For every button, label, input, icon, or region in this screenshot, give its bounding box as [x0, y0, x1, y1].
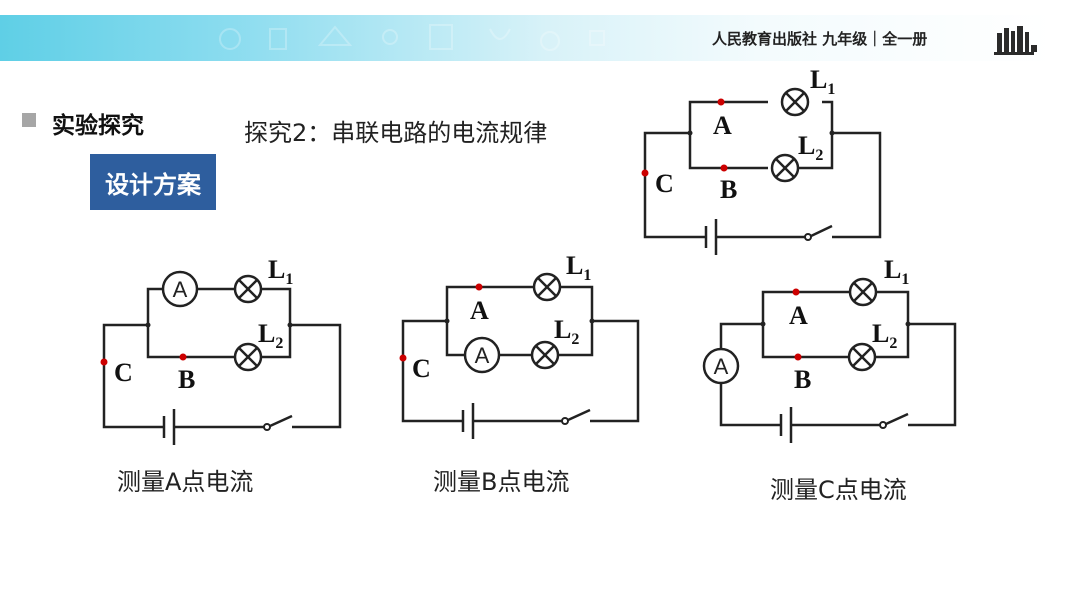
design-plan-button[interactable]: 设计方案: [90, 154, 216, 210]
lamp2-label: L2: [554, 315, 579, 348]
books-logo-icon: [994, 26, 1037, 55]
lamp2-label: L2: [258, 319, 283, 352]
point-a-label: A: [470, 296, 489, 325]
ammeter-symbol: A: [475, 343, 490, 368]
caption-measure-a: 测量A点电流: [117, 468, 254, 496]
point-b-dot: [720, 164, 728, 172]
point-c-label: C: [114, 358, 133, 387]
lamp-icon: [770, 153, 800, 183]
header-banner: 人民教育出版社 九年级｜全一册: [0, 15, 1066, 61]
lamp2-label: L2: [798, 131, 823, 164]
section-title: 实验探究: [52, 113, 144, 139]
decorative-doodles: [219, 24, 605, 51]
lamp-icon: [530, 340, 560, 370]
reference-circuit: L1 L2 A B C: [641, 65, 882, 255]
point-c-label: C: [655, 169, 674, 198]
point-a-label: A: [713, 111, 732, 140]
point-b-dot: [794, 353, 802, 361]
circuit-measure-c: A L1 L2 A B: [702, 255, 957, 443]
lamp1-label: L1: [884, 255, 909, 288]
point-c-dot: [399, 354, 407, 362]
point-a-label: A: [789, 301, 808, 330]
lamp-icon: [233, 274, 263, 304]
point-b-dot: [179, 353, 187, 361]
point-b-label: B: [178, 365, 195, 394]
circuit-measure-a: A L1 L2 B C: [100, 255, 342, 445]
point-a-dot: [475, 283, 483, 291]
circuit-measure-b: A L1 L2 A C: [399, 251, 640, 439]
ammeter-symbol: A: [714, 354, 729, 379]
topic-title: 探究2：串联电路的电流规律: [244, 119, 548, 147]
lamp1-label: L1: [566, 251, 591, 284]
point-c-label: C: [412, 354, 431, 383]
point-b-label: B: [720, 175, 737, 204]
lamp-icon: [780, 87, 810, 117]
lamp2-label: L2: [872, 319, 897, 352]
caption-measure-c: 测量C点电流: [770, 476, 907, 504]
lamp-icon: [848, 277, 878, 307]
point-a-dot: [792, 288, 800, 296]
lamp1-label: L1: [810, 65, 835, 98]
caption-measure-b: 测量B点电流: [433, 468, 570, 496]
point-b-label: B: [794, 365, 811, 394]
publisher-label: 人民教育出版社 九年级｜全一册: [712, 30, 928, 48]
ammeter-symbol: A: [173, 277, 188, 302]
lamp-icon: [532, 272, 562, 302]
lamp1-label: L1: [268, 255, 293, 288]
point-c-dot: [100, 358, 108, 366]
point-a-dot: [717, 98, 725, 106]
square-bullet-icon: [22, 113, 36, 127]
point-c-dot: [641, 169, 649, 177]
header-gradient-band: [0, 15, 1052, 61]
